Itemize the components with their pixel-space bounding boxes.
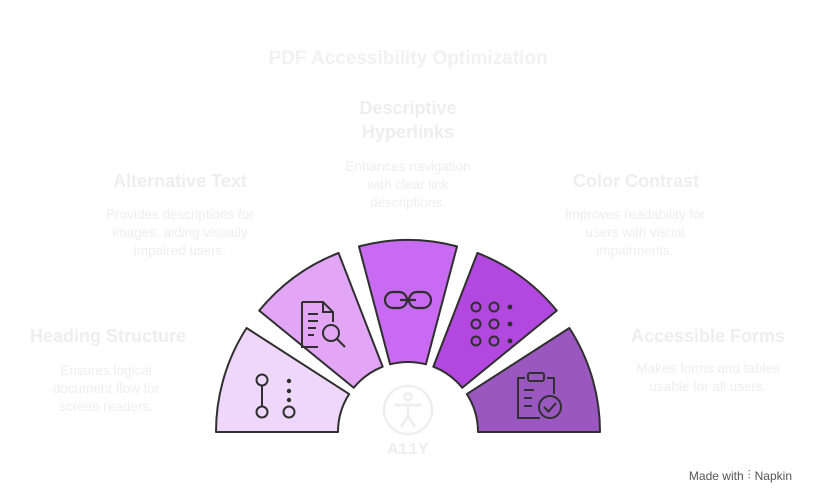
segment-forms [465, 326, 601, 433]
dot-grid-icon [470, 301, 513, 347]
made-with-text: Made with [688, 468, 744, 483]
footer-attribution: Made with ⫶ Napkin [689, 468, 792, 483]
link-icon [383, 290, 433, 310]
clipboard-check-icon [517, 372, 562, 419]
flow-dots-icon [255, 373, 296, 419]
napkin-brand-text: Napkin [754, 468, 792, 483]
segment-alt [258, 251, 384, 389]
desc-alternative-text: Provides descriptions for images, aiding… [106, 207, 254, 258]
napkin-logo-icon: ⫶ [747, 468, 751, 482]
center-label: A11Y [388, 441, 430, 460]
accessibility-person-icon [382, 384, 434, 436]
label-heading-structure: Heading Structure [29, 326, 187, 346]
label-alternative-text: Alternative Text [113, 171, 247, 191]
desc-accessible-forms: Makes forms and tables usable for all us… [636, 361, 780, 394]
label-accessible-forms: Accessible Forms [630, 326, 786, 346]
desc-descriptive-hyperlinks: Enhances navigation with clear link desc… [345, 159, 471, 210]
segment-links [357, 239, 459, 366]
document-search-icon [301, 301, 346, 348]
page-title: PDF Accessibility Optimization [268, 48, 548, 69]
desc-heading-structure: Ensures logical document flow for screen… [52, 363, 160, 414]
label-color-contrast: Color Contrast [573, 171, 699, 191]
label-descriptive-hyperlinks: Descriptive Hyperlinks [359, 98, 457, 142]
segment-heading [215, 326, 351, 433]
desc-color-contrast: Improves readability for users with visu… [564, 207, 706, 258]
